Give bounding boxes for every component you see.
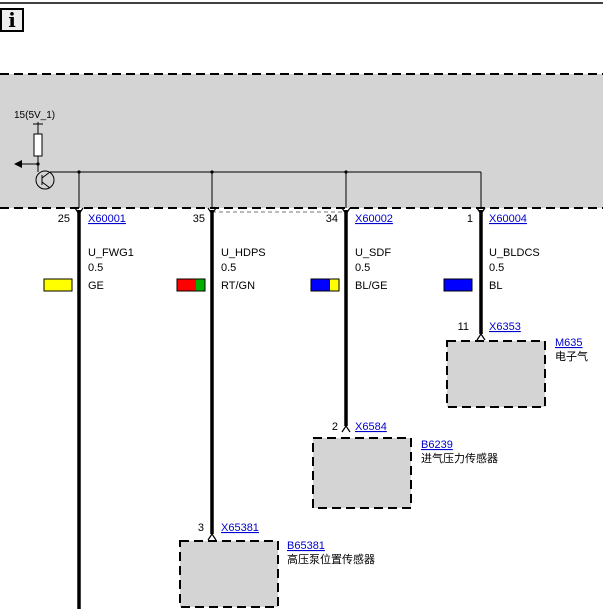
transistor-emitter [41,181,51,189]
wire-size: 0.5 [355,262,370,274]
bus-node-35 [210,170,214,174]
output-arrow-head [14,160,22,168]
color-swatch-blue [443,278,473,292]
resistor-symbol [33,133,43,157]
component-connector-contact [476,332,486,341]
component-description: 进气压力传感器 [421,451,498,465]
bus-node-34 [344,170,348,174]
color-swatch-border [310,278,340,292]
component-id-link[interactable]: B6239 [421,439,453,451]
pin-1-contact [476,207,486,216]
color-swatch-red [177,279,196,291]
component-pin-number: 11 [458,321,469,333]
component-connector-contact [207,532,217,541]
info-glyph: i [8,8,16,32]
wire-pin-25[interactable]: 25 X60001 U_FWG1 0.5 GE [43,207,134,609]
pin-number: 34 [326,213,338,225]
transistor-collector [41,171,51,179]
connector-link[interactable]: X60001 [88,213,126,225]
color-swatch-green [196,279,205,291]
color-code: BL/GE [355,280,387,292]
color-code: RT/GN [221,280,255,292]
signal-name: U_FWG1 [88,247,134,259]
component-id-link[interactable]: B65381 [287,540,325,552]
component-box [179,540,279,608]
wire-pin-35[interactable]: 35 U_HDPS 0.5 RT/GN [176,207,266,534]
transistor-symbol [35,170,55,190]
wire-size: 0.5 [88,262,103,274]
connector-link[interactable]: X60004 [489,213,527,225]
info-icon[interactable]: i [0,8,24,32]
pin-number: 35 [193,213,205,225]
wire-pin-34[interactable]: 34 X60002 U_SDF 0.5 BL/GE [310,207,393,426]
pin-number: 1 [467,213,473,225]
component-id-link[interactable]: M635 [555,337,583,349]
component-description: 电子气 [555,349,588,363]
component-b65381[interactable]: 3 X65381 B65381 高压泵位置传感器 [179,522,375,608]
pin-number: 25 [58,213,70,225]
component-connector-contact [341,424,351,433]
color-swatch-border [176,278,206,292]
component-box [312,437,412,509]
component-pin-number: 3 [198,522,204,534]
control-unit[interactable]: 15(5V_1) [0,73,603,209]
wire-size: 0.5 [221,262,236,274]
color-swatch-yellow [43,278,73,292]
wire-pin-1[interactable]: 1 X60004 U_BLDCS 0.5 BL [443,207,540,334]
control-unit-body [0,74,603,208]
component-connector-link[interactable]: X6584 [355,421,387,433]
connector-link[interactable]: X60002 [355,213,393,225]
color-code: BL [489,280,502,292]
signal-name: U_HDPS [221,247,266,259]
color-swatch-yellow [330,279,339,291]
component-connector-link[interactable]: X65381 [221,522,259,534]
supply-label: 15(5V_1) [14,110,55,121]
color-swatch-blue [311,279,330,291]
pin-25-contact [74,207,84,216]
bus-node-25 [77,170,81,174]
color-code: GE [88,280,104,292]
pin-34-contact [341,207,351,216]
wire-size: 0.5 [489,262,504,274]
signal-name: U_BLDCS [489,247,540,259]
component-pin-number: 2 [332,421,338,433]
component-b6239[interactable]: 2 X6584 B6239 进气压力传感器 [312,421,498,509]
component-m635[interactable]: 11 X6353 M635 电子气 [446,321,588,408]
pin-35-contact [207,207,217,216]
signal-name: U_SDF [355,247,391,259]
component-description: 高压泵位置传感器 [287,552,375,566]
component-box [446,340,546,408]
component-connector-link[interactable]: X6353 [489,321,521,333]
